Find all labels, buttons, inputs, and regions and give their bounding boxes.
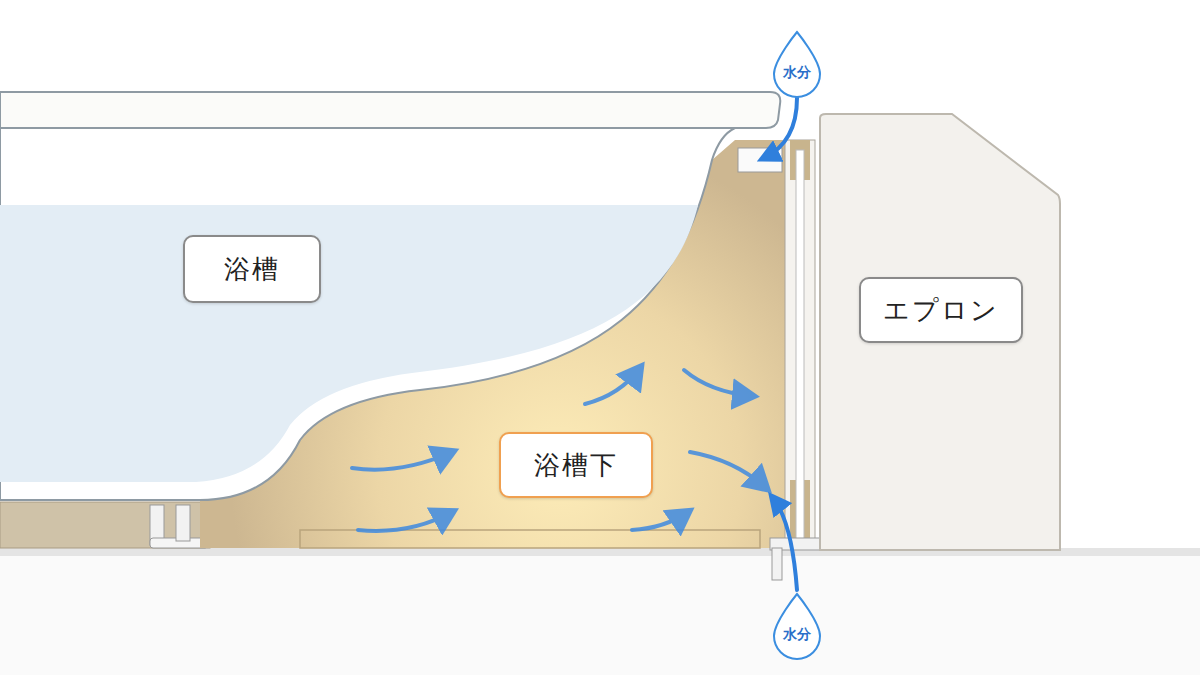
part-label-box: 浴槽下: [499, 432, 653, 498]
part-label: 浴槽下: [534, 448, 618, 483]
drop-label: 水分: [783, 626, 811, 644]
part-label-box: エプロン: [859, 277, 1023, 343]
part-label: エプロン: [883, 293, 999, 328]
moisture-drop: 水分: [770, 592, 824, 660]
part-label: 浴槽: [224, 252, 280, 287]
moisture-drop: 水分: [770, 30, 824, 98]
part-label-box: 浴槽: [183, 235, 321, 303]
drop-label: 水分: [783, 64, 811, 82]
